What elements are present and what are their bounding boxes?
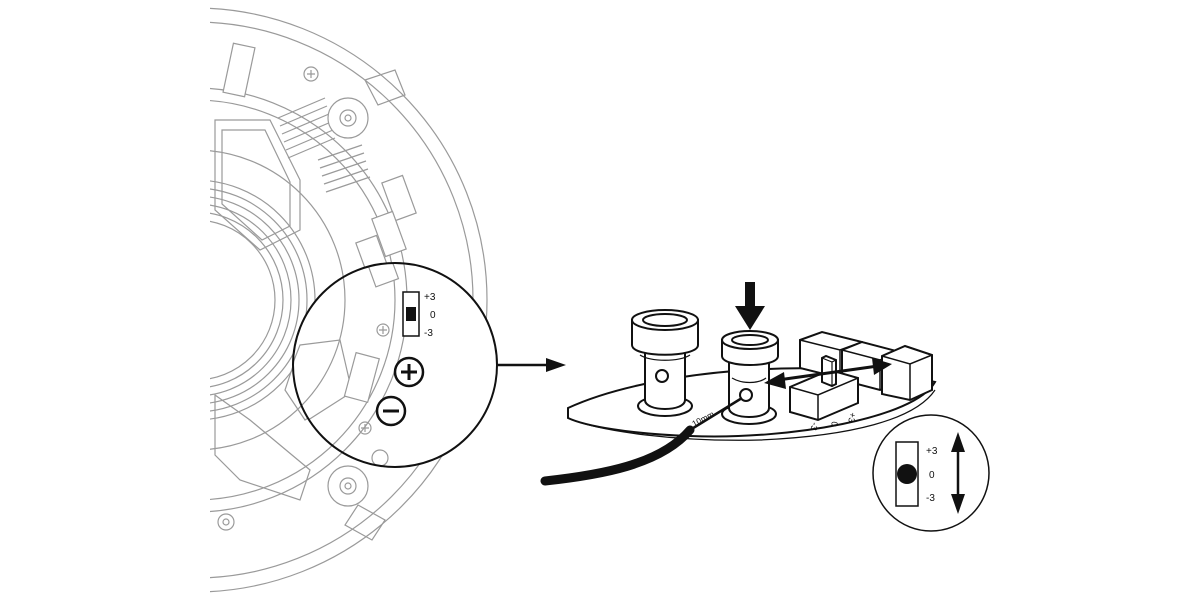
zoom-switch-label-plus3: +3: [424, 292, 436, 303]
board-slide-switch: -3 0 +3: [789, 354, 859, 432]
binding-post-left: [631, 309, 699, 417]
circuit-board: 10mm -3 0 +3: [540, 282, 937, 486]
mounting-screw-bottom: [327, 465, 369, 507]
inset-switch-label-0: 0: [929, 470, 935, 481]
inset-switch-label-minus3: -3: [926, 493, 935, 504]
vertical-double-arrow-icon: [951, 432, 965, 514]
plus-terminal-icon: [393, 356, 425, 388]
down-arrow-icon: [735, 282, 765, 330]
zoom-detail: +3 0 -3: [292, 262, 498, 468]
minus-terminal-icon: [375, 395, 407, 427]
mounting-screw-top: [327, 97, 369, 139]
inset-switch-label-plus3: +3: [926, 446, 938, 457]
inductor-coil: [277, 97, 371, 193]
zoom-switch-label-minus3: -3: [424, 328, 433, 339]
board-switch-mark-0: 0: [829, 421, 840, 428]
zoom-switch: +3 0 -3: [402, 291, 436, 339]
slide-direction-arrow-icon: [764, 358, 892, 389]
zoom-switch-label-0: 0: [430, 310, 436, 321]
switch-position-inset: +3 0 -3: [872, 414, 990, 532]
pointer-arrow-icon: [498, 358, 566, 372]
board-switch-mark-plus3: +3: [846, 412, 858, 424]
binding-post-right: [721, 330, 779, 425]
board-switch-mark-minus3: -3: [809, 422, 820, 432]
